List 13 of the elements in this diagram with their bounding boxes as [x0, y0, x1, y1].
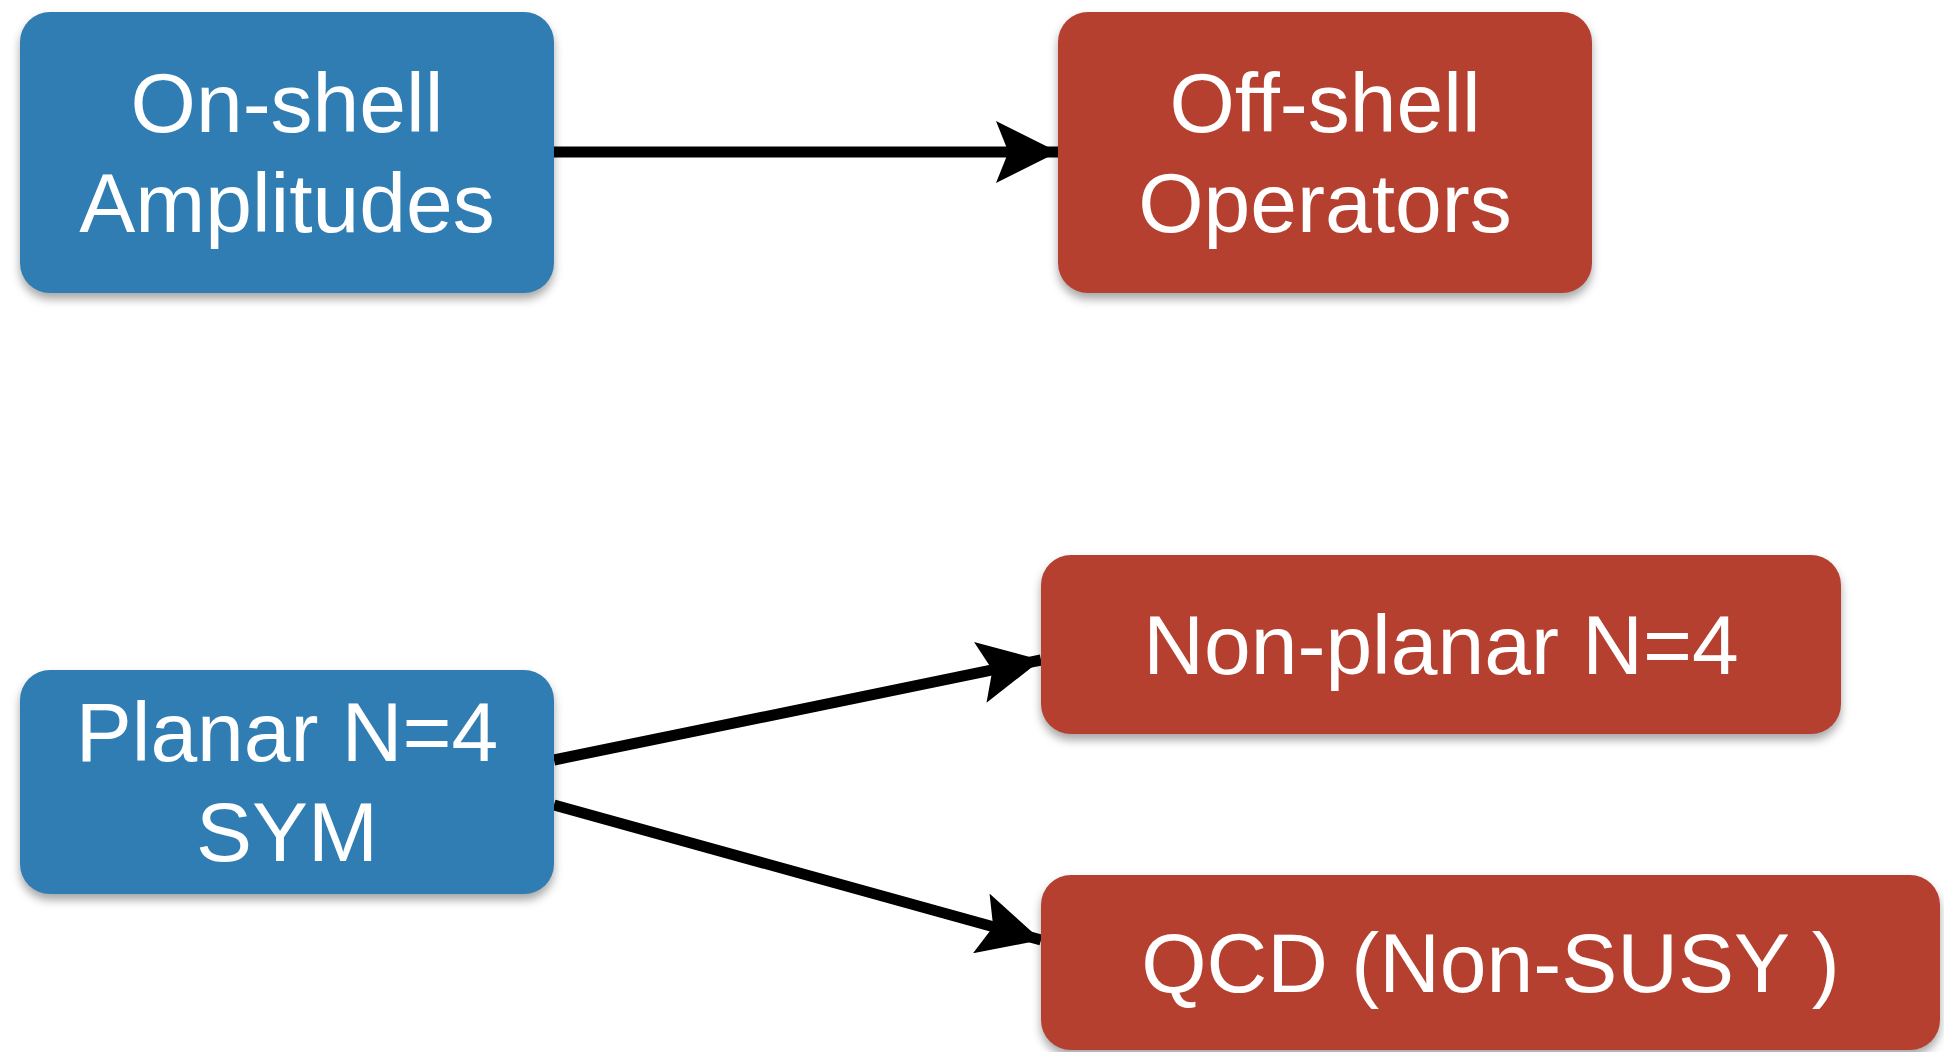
arrow: [552, 799, 1043, 954]
process-box: [20, 12, 554, 293]
box-label: Non-planar N=4: [1143, 596, 1739, 694]
box-label: On-shell Amplitudes: [78, 54, 496, 252]
box-label: Planar N=4 SYM: [74, 684, 500, 881]
process-box: [1041, 875, 1940, 1050]
box-label: Off-shell Operators: [1137, 54, 1513, 252]
process-box: [1041, 555, 1841, 734]
arrow: [552, 642, 1043, 766]
arrow: [554, 121, 1058, 183]
box-label: QCD (Non-SUSY ): [1141, 914, 1840, 1012]
process-box: [1058, 12, 1592, 293]
process-box: [20, 670, 554, 894]
